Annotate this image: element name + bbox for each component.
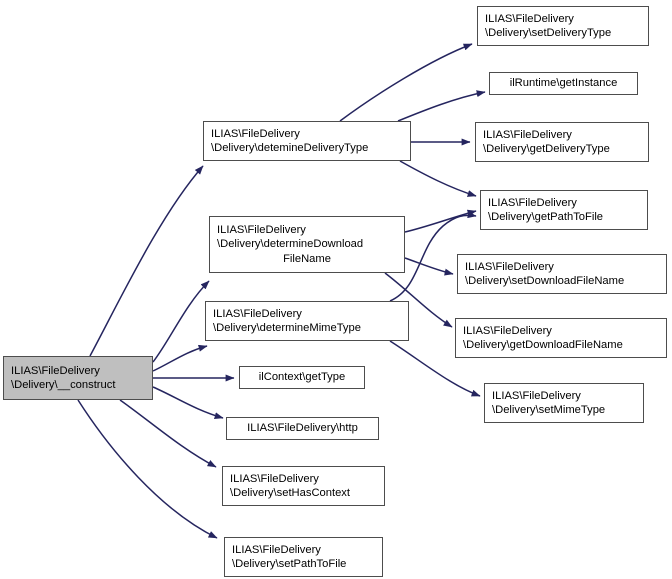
- node-ilContext-getType[interactable]: ilContext\getType: [239, 366, 365, 389]
- node-label-line1: ILIAS\FileDelivery: [11, 364, 100, 377]
- node-label-line1: ILIAS\FileDelivery: [463, 324, 552, 337]
- node-label-line1: ilRuntime\getInstance: [509, 77, 618, 90]
- node-label-line2: \Delivery\detemineDeliveryType: [211, 142, 369, 154]
- edge-determineMimeType-to-setMimeType: [389, 340, 481, 397]
- edge-determineMimeType-to-getPathToFile: [389, 211, 477, 302]
- edge-determineDownloadFileName-to-setDownloadFileName: [404, 257, 454, 276]
- node-getDeliveryType[interactable]: ILIAS\FileDelivery \Delivery\getDelivery…: [475, 122, 649, 162]
- node-label-line1: ILIAS\FileDelivery: [211, 127, 300, 140]
- node-determineMimeType[interactable]: ILIAS\FileDelivery \Delivery\determineMi…: [205, 301, 409, 341]
- node-label-line2: \Delivery\setDeliveryType: [485, 27, 612, 39]
- node-setDeliveryType[interactable]: ILIAS\FileDelivery \Delivery\setDelivery…: [477, 6, 649, 46]
- node-setPathToFile[interactable]: ILIAS\FileDelivery \Delivery\setPathToFi…: [224, 537, 383, 577]
- node-setDownloadFileName[interactable]: ILIAS\FileDelivery \Delivery\setDownload…: [457, 254, 667, 294]
- edge-detemineDeliveryType-to-setDeliveryType: [339, 43, 473, 122]
- node-label-line1: ILIAS\FileDelivery\http: [247, 422, 358, 435]
- node-label-line1: ILIAS\FileDelivery: [232, 543, 321, 556]
- node-label-line2: \Delivery\setHasContext: [230, 487, 350, 499]
- node-label-line1: ilContext\getType: [258, 371, 346, 384]
- node-label-line2: \Delivery\setMimeType: [492, 404, 606, 416]
- node-getDownloadFileName[interactable]: ILIAS\FileDelivery \Delivery\getDownload…: [455, 318, 667, 358]
- node-setMimeType[interactable]: ILIAS\FileDelivery \Delivery\setMimeType: [484, 383, 644, 423]
- node-label-line2: \Delivery\setDownloadFileName: [465, 275, 625, 287]
- node-label-line2: \Delivery\determineMimeType: [213, 322, 361, 334]
- node-detemineDeliveryType[interactable]: ILIAS\FileDelivery \Delivery\detemineDel…: [203, 121, 411, 161]
- node-label-line2: \Delivery\getDeliveryType: [483, 143, 610, 155]
- edge-construct-to-setPathToFile: [77, 399, 218, 539]
- node-getPathToFile[interactable]: ILIAS\FileDelivery \Delivery\getPathToFi…: [480, 190, 648, 230]
- edge-construct-to-determineMimeType: [152, 344, 208, 372]
- node-determineDownloadFileName[interactable]: ILIAS\FileDelivery \Delivery\determineDo…: [209, 216, 405, 273]
- node-label-line2: \Delivery\getDownloadFileName: [463, 339, 623, 351]
- node-label-line1: ILIAS\FileDelivery: [465, 260, 554, 273]
- node-label-line1: ILIAS\FileDelivery: [230, 472, 319, 485]
- edge-construct-to-setHasContext: [119, 399, 217, 468]
- node-label-line1: ILIAS\FileDelivery: [492, 389, 581, 402]
- node-label-line1: ILIAS\FileDelivery: [213, 307, 302, 320]
- edge-detemineDeliveryType-to-ilRuntimeGetInstance: [397, 90, 486, 122]
- node-label-line2: \Delivery\getPathToFile: [488, 211, 604, 223]
- edge-construct-to-detemineDeliveryType: [89, 165, 204, 357]
- node-ilRuntime-getInstance[interactable]: ilRuntime\getInstance: [489, 72, 638, 95]
- edge-construct-to-http: [152, 386, 224, 420]
- edge-determineDownloadFileName-to-getDownloadFileName: [384, 272, 453, 328]
- edge-construct-to-determineDownloadFileName: [152, 280, 210, 363]
- node-label-line1: ILIAS\FileDelivery: [488, 196, 577, 209]
- node-label-line2: \Delivery\__construct: [11, 379, 116, 391]
- node-http[interactable]: ILIAS\FileDelivery\http: [226, 417, 379, 440]
- node-label-line2: \Delivery\determineDownload: [217, 238, 364, 251]
- node-label-line1: ILIAS\FileDelivery: [485, 12, 574, 25]
- node-label-line2: \Delivery\setPathToFile: [232, 558, 347, 570]
- node-label-line1: ILIAS\FileDelivery: [217, 223, 306, 236]
- node-label-line3: FileName: [283, 252, 331, 265]
- node-label-line1: ILIAS\FileDelivery: [483, 128, 572, 141]
- node-construct[interactable]: ILIAS\FileDelivery \Delivery\__construct: [3, 356, 153, 400]
- edge-detemineDeliveryType-to-getPathToFile: [399, 160, 477, 197]
- node-setHasContext[interactable]: ILIAS\FileDelivery \Delivery\setHasConte…: [222, 466, 385, 506]
